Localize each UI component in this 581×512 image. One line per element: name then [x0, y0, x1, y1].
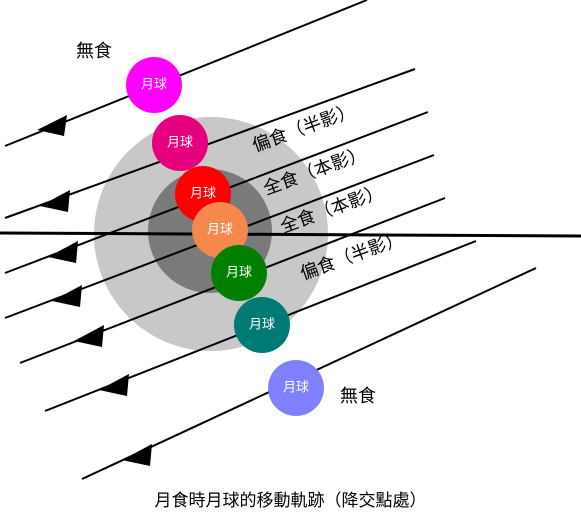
label-no-eclipse-top: 無食 [76, 41, 112, 62]
direction-arrows [37, 115, 152, 466]
arrowhead-3 [48, 241, 78, 263]
ecliptic-line [0, 231, 581, 238]
moon-2-partial: 月球 [152, 115, 208, 171]
arrowhead-2 [40, 190, 70, 212]
arrowhead-6 [99, 374, 129, 396]
moon-1-label: 月球 [141, 78, 167, 93]
moon-6-label: 月球 [249, 318, 275, 333]
arrowhead-5 [74, 325, 104, 347]
moon-1-no-eclipse: 月球 [126, 57, 182, 113]
moon-5-total: 月球 [211, 245, 267, 301]
moon-7-label: 月球 [283, 381, 309, 396]
moon-positions: 月球 月球 月球 月球 月球 月球 月球 [126, 57, 324, 416]
arrowhead-7 [122, 444, 152, 466]
arrowhead-4 [52, 285, 82, 307]
moon-3-label: 月球 [190, 187, 216, 202]
moon-7-no-eclipse: 月球 [268, 360, 324, 416]
moon-4-label: 月球 [207, 223, 233, 238]
label-no-eclipse-bottom: 無食 [340, 386, 376, 407]
moon-6-partial: 月球 [234, 297, 290, 353]
diagram-caption: 月食時月球的移動軌跡（降交點處） [154, 491, 427, 511]
moon-5-label: 月球 [226, 266, 252, 281]
moon-path-2 [4, 68, 416, 219]
moon-4-total: 月球 [192, 202, 248, 258]
arrowhead-1 [37, 115, 67, 136]
moon-2-label: 月球 [167, 136, 193, 151]
